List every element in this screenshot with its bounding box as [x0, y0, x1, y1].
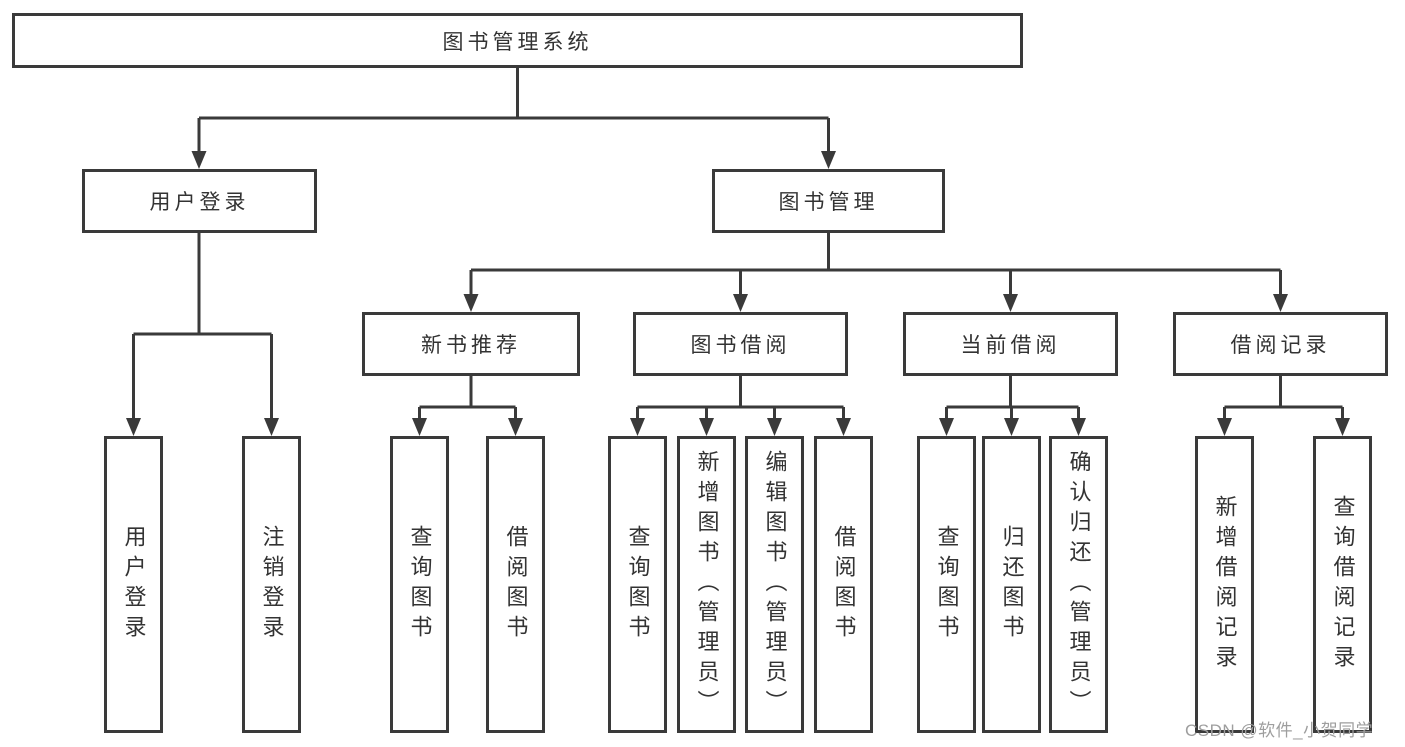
- node-leaf-logout: 注销登录: [242, 436, 301, 733]
- node-current-borrow: 当前借阅: [903, 312, 1118, 376]
- connector-book-borrow-children: [630, 376, 851, 436]
- node-root: 图书管理系统: [12, 13, 1023, 68]
- connector-root-to-level2: [191, 68, 836, 169]
- connector-borrow-record-children: [1217, 376, 1350, 436]
- node-cb-return-book: 归还图书: [982, 436, 1041, 733]
- connector-new-book-rec-children: [412, 376, 523, 436]
- node-user-login: 用户登录: [82, 169, 317, 233]
- node-leaf-user-login: 用户登录: [104, 436, 163, 733]
- node-book-borrow: 图书借阅: [633, 312, 848, 376]
- node-bb-borrow-book: 借阅图书: [814, 436, 873, 733]
- node-borrow-record: 借阅记录: [1173, 312, 1388, 376]
- node-rec-query-book: 查询图书: [390, 436, 449, 733]
- watermark: CSDN @软件_小贺同学: [1185, 721, 1374, 740]
- connector-user-login-children: [126, 233, 279, 436]
- node-bb-edit-book: 编辑图书（管理员）: [745, 436, 804, 733]
- node-rec-borrow-book: 借阅图书: [486, 436, 545, 733]
- connector-book-mgmt-sections: [463, 233, 1288, 312]
- node-new-book-rec: 新书推荐: [362, 312, 580, 376]
- node-br-add-record: 新增借阅记录: [1195, 436, 1254, 733]
- node-bb-query-book: 查询图书: [608, 436, 667, 733]
- node-bb-add-book: 新增图书（管理员）: [677, 436, 736, 733]
- node-book-mgmt: 图书管理: [712, 169, 945, 233]
- node-cb-query-book: 查询图书: [917, 436, 976, 733]
- node-cb-confirm-return: 确认归还（管理员）: [1049, 436, 1108, 733]
- connector-current-borrow-children: [939, 376, 1086, 436]
- node-br-query-record: 查询借阅记录: [1313, 436, 1372, 733]
